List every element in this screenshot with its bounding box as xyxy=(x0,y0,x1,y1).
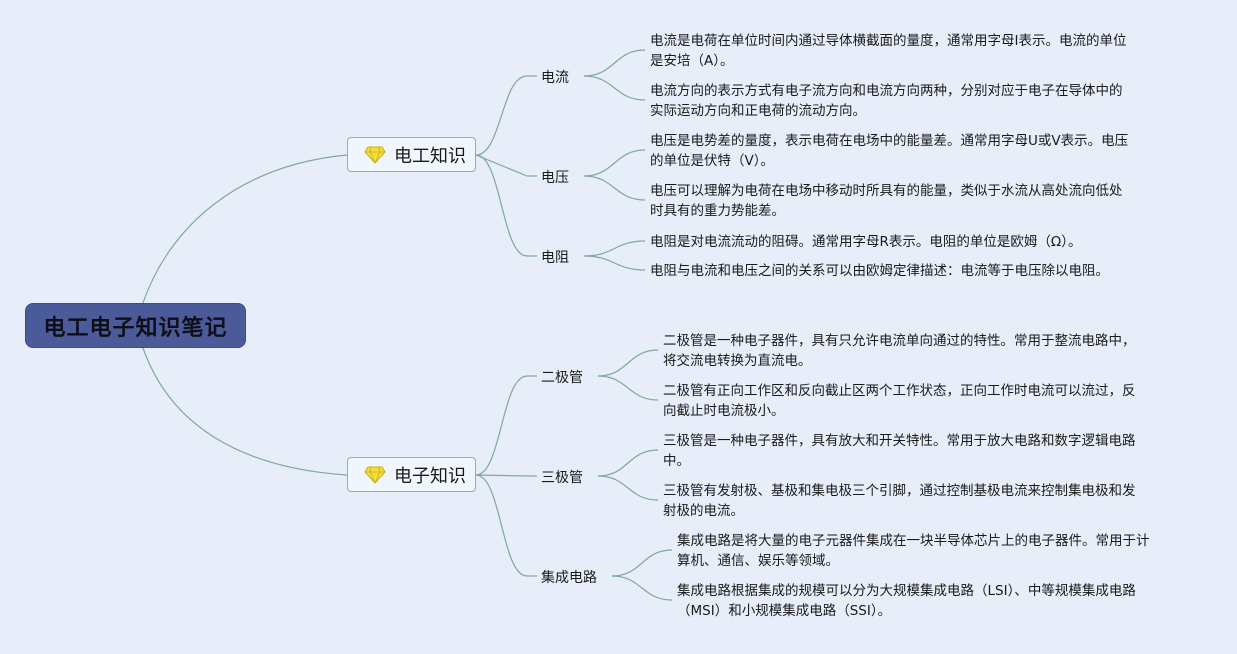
note-voltage-energy[interactable]: 电压可以理解为电荷在电场中移动时所具有的能量，类似于水流从高处流向低处 时具有的… xyxy=(650,181,1123,221)
diamond-icon xyxy=(364,146,386,164)
electrical-to-voltage-link xyxy=(475,154,528,177)
diode-note1-link xyxy=(597,349,659,377)
note-line: 的单位是伏特（V）。 xyxy=(650,153,774,169)
subtopic-diode[interactable]: 二极管 xyxy=(541,370,583,386)
note-line: 电阻与电流和电压之间的关系可以由欧姆定律描述：电流等于电压除以电阻。 xyxy=(650,263,1109,279)
note-current-definition[interactable]: 电流是电荷在单位时间内通过导体横截面的量度，通常用字母I表示。电流的单位 是安培… xyxy=(650,31,1126,71)
note-line: 电流是电荷在单位时间内通过导体横截面的量度，通常用字母I表示。电流的单位 xyxy=(650,33,1127,49)
note-line: 集成电路根据集成的规模可以分为大规模集成电路（LSI）、中等规模集成电路 xyxy=(677,583,1136,599)
transistor-note1-link xyxy=(597,449,659,477)
note-line: 向截止时电流极小。 xyxy=(663,403,785,419)
subtopic-voltage[interactable]: 电压 xyxy=(541,170,569,186)
note-ic-scale[interactable]: 集成电路根据集成的规模可以分为大规模集成电路（LSI）、中等规模集成电路 （MS… xyxy=(677,581,1136,621)
note-line: 将交流电转换为直流电。 xyxy=(663,353,812,369)
electronics-to-transistor-link xyxy=(475,474,528,477)
root-topic[interactable]: 电工电子知识笔记 xyxy=(25,303,246,348)
electrical-to-current-link xyxy=(475,75,528,156)
note-diode-states[interactable]: 二极管有正向工作区和反向截止区两个工作状态，正向工作时电流可以流过，反 向截止时… xyxy=(663,381,1136,421)
note-line: 实际运动方向和正电荷的流动方向。 xyxy=(650,103,866,119)
note-line: 中。 xyxy=(663,453,690,469)
root-topic-label: 电工电子知识笔记 xyxy=(43,315,228,341)
topic-electrical-label: 电工知识 xyxy=(394,145,466,167)
topic-electronics-label: 电子知识 xyxy=(394,465,466,487)
note-ic-definition[interactable]: 集成电路是将大量的电子元器件集成在一块半导体芯片上的电子器件。常用于计 算机、通… xyxy=(677,531,1150,571)
subtopic-integrated-circuit[interactable]: 集成电路 xyxy=(541,570,597,586)
diode-note2-link xyxy=(597,375,659,401)
note-line: 三极管是一种电子器件，具有放大和开关特性。常用于放大电路和数字逻辑电路 xyxy=(663,433,1136,449)
root-to-electrical-link xyxy=(142,154,348,304)
subtopic-resistance[interactable]: 电阻 xyxy=(541,250,569,266)
note-line: 三极管有发射极、基极和集电极三个引脚，通过控制基极电流来控制集电极和发 xyxy=(663,483,1136,499)
note-line: 二极管有正向工作区和反向截止区两个工作状态，正向工作时电流可以流过，反 xyxy=(663,383,1136,399)
root-to-electronics-link xyxy=(142,347,348,476)
transistor-note2-link xyxy=(597,475,659,501)
note-line: 算机、通信、娱乐等领域。 xyxy=(677,553,839,569)
resistance-note1-link xyxy=(583,240,646,257)
note-transistor-definition[interactable]: 三极管是一种电子器件，具有放大和开关特性。常用于放大电路和数字逻辑电路 中。 xyxy=(663,431,1136,471)
note-line: 电压是电势差的量度，表示电荷在电场中的能量差。通常用字母U或V表示。电压 xyxy=(650,133,1129,149)
note-ohms-law[interactable]: 电阻与电流和电压之间的关系可以由欧姆定律描述：电流等于电压除以电阻。 xyxy=(650,261,1109,281)
voltage-note1-link xyxy=(583,149,646,177)
subtopic-current[interactable]: 电流 xyxy=(541,70,569,86)
note-transistor-pins[interactable]: 三极管有发射极、基极和集电极三个引脚，通过控制基极电流来控制集电极和发 射极的电… xyxy=(663,481,1136,521)
note-line: 电阻是对电流流动的阻碍。通常用字母R表示。电阻的单位是欧姆（Ω）。 xyxy=(650,234,1082,250)
current-note2-link xyxy=(583,75,646,101)
diamond-icon xyxy=(364,466,386,484)
ic-note2-link xyxy=(611,575,673,601)
subtopic-transistor[interactable]: 三极管 xyxy=(541,470,583,486)
note-current-direction[interactable]: 电流方向的表示方式有电子流方向和电流方向两种，分别对应于电子在导体中的 实际运动… xyxy=(650,81,1123,121)
ic-note1-link xyxy=(611,549,673,577)
note-line: 时具有的重力势能差。 xyxy=(650,203,785,219)
topic-electrical[interactable]: 电工知识 xyxy=(347,137,476,172)
note-line: （MSI）和小规模集成电路（SSI）。 xyxy=(677,603,892,619)
note-line: 二极管是一种电子器件，具有只允许电流单向通过的特性。常用于整流电路中， xyxy=(663,333,1136,349)
note-line: 集成电路是将大量的电子元器件集成在一块半导体芯片上的电子器件。常用于计 xyxy=(677,533,1150,549)
electronics-to-diode-link xyxy=(475,375,528,476)
note-voltage-definition[interactable]: 电压是电势差的量度，表示电荷在电场中的能量差。通常用字母U或V表示。电压 的单位… xyxy=(650,131,1128,171)
note-line: 是安培（A）。 xyxy=(650,53,734,69)
current-note1-link xyxy=(583,49,646,77)
electronics-to-ic-link xyxy=(475,474,528,577)
note-resistance-definition[interactable]: 电阻是对电流流动的阻碍。通常用字母R表示。电阻的单位是欧姆（Ω）。 xyxy=(650,232,1081,252)
note-line: 电流方向的表示方式有电子流方向和电流方向两种，分别对应于电子在导体中的 xyxy=(650,83,1123,99)
electrical-to-resistance-link xyxy=(475,154,528,257)
note-line: 射极的电流。 xyxy=(663,503,744,519)
resistance-note2-link xyxy=(583,255,646,271)
topic-electronics[interactable]: 电子知识 xyxy=(347,457,476,492)
note-line: 电压可以理解为电荷在电场中移动时所具有的能量，类似于水流从高处流向低处 xyxy=(650,183,1123,199)
note-diode-definition[interactable]: 二极管是一种电子器件，具有只允许电流单向通过的特性。常用于整流电路中， 将交流电… xyxy=(663,331,1136,371)
voltage-note2-link xyxy=(583,175,646,201)
